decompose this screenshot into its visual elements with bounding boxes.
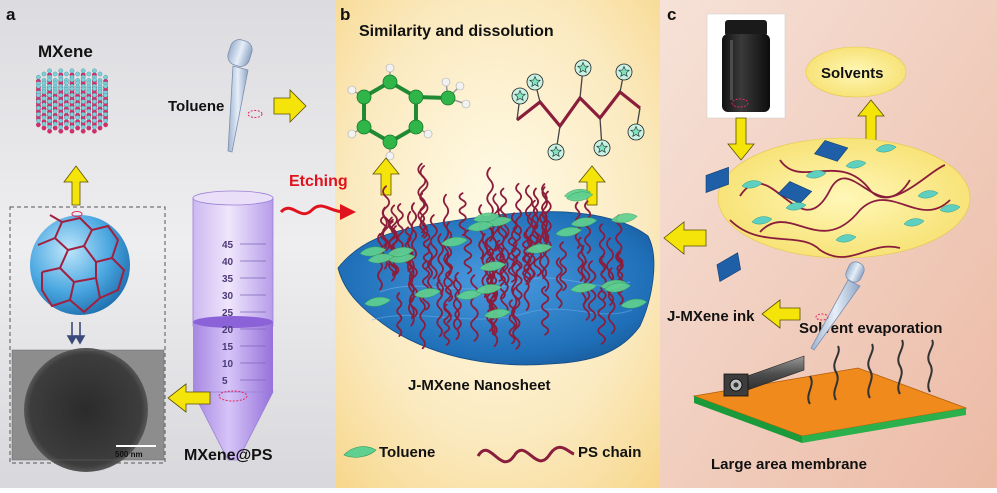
toluene-label: Toluene (168, 98, 224, 115)
centrifuge-tube-icon: 45 40 35 30 25 20 15 10 5 (192, 190, 274, 461)
ps-chain-molecule-icon (511, 59, 645, 161)
mxene-crystal-icon (36, 68, 108, 134)
toluene-pipette-icon (227, 39, 263, 153)
arrow-toluene-to-benzene-icon (273, 89, 307, 123)
large-area-membrane-icon (692, 339, 968, 443)
panel-b-title: Similarity and dissolution (359, 23, 554, 40)
mxene-ps-sphere-icon (30, 211, 130, 315)
j-mxene-ink-label: J-MXene ink (667, 308, 755, 325)
arrow-sheet-to-benzene-icon (372, 157, 400, 196)
panel-c-letter: c (667, 5, 676, 24)
membrane-label: Large area membrane (711, 456, 867, 473)
mxene-ps-label: MXene@PS (184, 447, 273, 464)
solvent-evaporation-label: Solvent evaporation (799, 320, 942, 337)
tem-micrograph (11, 348, 165, 472)
solvents-bubble (805, 46, 907, 98)
tube-tick-label: 15 (222, 342, 234, 353)
tube-tick-label: 10 (222, 359, 234, 370)
panel-b-letter: b (340, 5, 350, 24)
arrow-to-solvents-icon (857, 99, 885, 141)
tube-tick-label: 45 (222, 240, 234, 251)
etching-label: Etching (289, 173, 348, 190)
arrow-vial-to-ink-icon (727, 117, 755, 161)
toluene-molecule-icon (347, 63, 471, 161)
j-mxene-nanosheet-icon (337, 162, 655, 366)
solvents-label: Solvents (821, 65, 884, 82)
double-arrow-down-icon (66, 322, 86, 345)
tube-tick-label: 35 (222, 274, 234, 285)
arrow-evaporation-to-ink-icon (761, 299, 801, 329)
arrow-sheet-to-chain-icon (578, 165, 606, 206)
tube-tick-label: 5 (222, 376, 228, 387)
ink-dispersion-bubble (705, 137, 971, 282)
j-mxene-ink-vial-photo (706, 13, 786, 119)
panel-a-letter: a (6, 5, 16, 24)
tube-graduations: 45 40 35 30 25 20 15 10 5 (222, 240, 266, 387)
arrow-up-to-mxene-icon (63, 165, 89, 206)
tube-tick-label: 30 (222, 291, 234, 302)
scale-bar-label: 500 nm (115, 450, 143, 459)
arrow-ink-to-sheet-icon (663, 221, 707, 255)
tube-tick-label: 20 (222, 325, 234, 336)
nanosheet-label: J-MXene Nanosheet (408, 377, 551, 394)
dropper-pipette-icon (810, 261, 865, 351)
tube-tick-label: 25 (222, 308, 234, 319)
etching-arrow-icon (279, 204, 356, 220)
microsphere-frame (9, 206, 166, 464)
legend-toluene-icon (343, 446, 377, 458)
arrow-tube-to-tem-icon (167, 383, 211, 413)
mxene-label: MXene (38, 42, 93, 61)
legend-ps-chain-label: PS chain (578, 444, 641, 461)
tube-tick-label: 40 (222, 257, 234, 268)
legend-ps-chain-icon (476, 445, 575, 464)
legend-toluene-label: Toluene (379, 444, 435, 461)
